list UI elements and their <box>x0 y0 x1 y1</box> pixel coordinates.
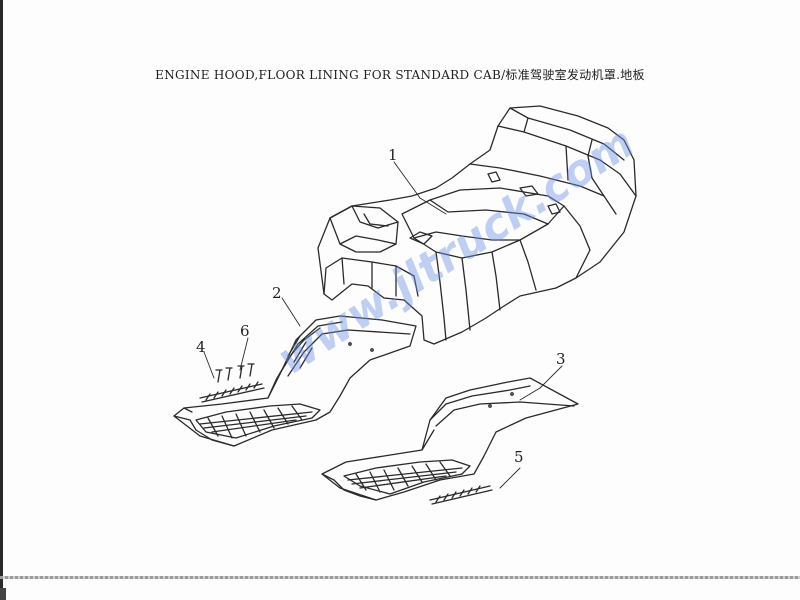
strip-left <box>199 381 265 403</box>
bolts <box>215 363 255 383</box>
callout-5: 5 <box>514 448 524 466</box>
engine-hood <box>317 105 637 345</box>
callout-2: 2 <box>272 284 282 302</box>
strip-right <box>429 485 493 505</box>
scan-edge-bottom <box>0 576 800 579</box>
scan-edge-left <box>0 0 3 600</box>
callout-4: 4 <box>196 338 206 356</box>
diagram-title: ENGINE HOOD,FLOOR LINING FOR STANDARD CA… <box>155 68 645 82</box>
callout-1: 1 <box>388 146 398 164</box>
callout-3: 3 <box>556 350 566 368</box>
scan-corner-mark <box>0 588 6 600</box>
floor-lining-left <box>173 315 417 447</box>
leader-lines <box>203 161 563 489</box>
watermark-text: www.jltruck.com <box>268 117 643 385</box>
floor-lining-right <box>321 377 579 501</box>
callout-6: 6 <box>240 322 250 340</box>
